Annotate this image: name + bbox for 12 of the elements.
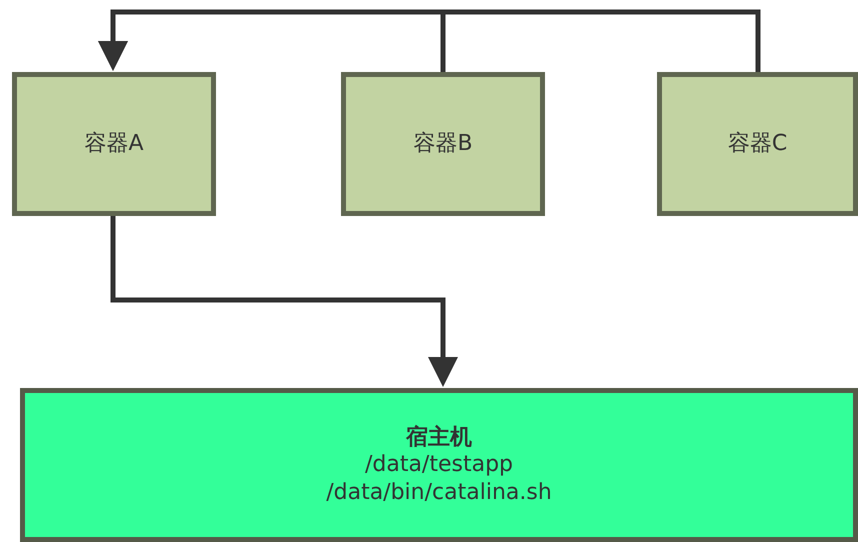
container-box: [12, 72, 216, 216]
arrow: [98, 10, 760, 72]
path-text: /data/bin/catalina.sh: [326, 478, 552, 506]
arrow: [110, 216, 458, 387]
box-label: 容器B: [413, 130, 473, 158]
path-text: /data/testapp: [364, 451, 514, 479]
host-title: 宿主机: [406, 424, 472, 452]
host-box: [20, 388, 858, 542]
box-label: 容器C: [728, 130, 788, 158]
container-box: [341, 72, 545, 216]
container-box: [657, 72, 858, 216]
box-label: 容器A: [84, 130, 144, 158]
